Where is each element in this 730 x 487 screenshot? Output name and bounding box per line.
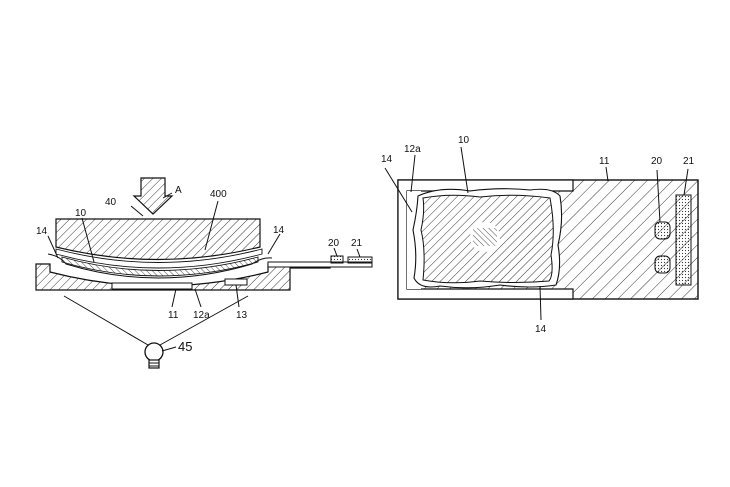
- label-comp-20-plan: 20: [651, 156, 663, 167]
- label-comp-20: 20: [328, 238, 340, 249]
- press-layer-400: [55, 248, 263, 269]
- label-electrode-12a: 12a: [193, 310, 210, 321]
- component-21-plan: [675, 194, 692, 286]
- component-20-plan-b: [654, 255, 671, 274]
- label-substrate-11: 11: [168, 310, 179, 321]
- label-press-layer-400: 400: [210, 189, 227, 200]
- label-film-14-plan-left: 14: [381, 154, 393, 165]
- label-press-40: 40: [105, 197, 117, 208]
- film-layer-14: [47, 253, 273, 279]
- label-arrow-A: A: [175, 185, 182, 196]
- label-device-10: 10: [75, 208, 87, 219]
- label-support-13: 13: [236, 310, 248, 321]
- component-20: [330, 255, 344, 264]
- component-20-plan-a: [654, 221, 671, 240]
- electrode-12a: [111, 282, 193, 290]
- label-comp-21-plan: 21: [683, 156, 695, 167]
- label-film-14-right: 14: [273, 225, 285, 236]
- label-lamp-45: 45: [178, 339, 192, 354]
- label-film-14-plan-bottom: 14: [535, 324, 547, 335]
- label-substrate-11-plan: 11: [599, 156, 610, 167]
- device-layer-10: [61, 256, 259, 277]
- right-plan-view: 14 12a 10 11 20 21 14: [381, 135, 699, 335]
- left-cross-section-view: 40 A 400 14 10 14 11 12a 13 20 21 45: [35, 177, 373, 369]
- alignment-mark-icon: [470, 222, 500, 252]
- component-21: [347, 256, 373, 264]
- press-member: [55, 218, 261, 261]
- press-direction-arrow: [132, 177, 174, 215]
- label-electrode-12a-plan: 12a: [404, 144, 421, 155]
- support-13: [224, 278, 248, 286]
- flexible-tail: [267, 261, 373, 268]
- label-film-14-left: 14: [36, 226, 48, 237]
- label-device-10-plan: 10: [458, 135, 470, 146]
- label-comp-21: 21: [351, 238, 363, 249]
- lamp-icon: [144, 342, 164, 369]
